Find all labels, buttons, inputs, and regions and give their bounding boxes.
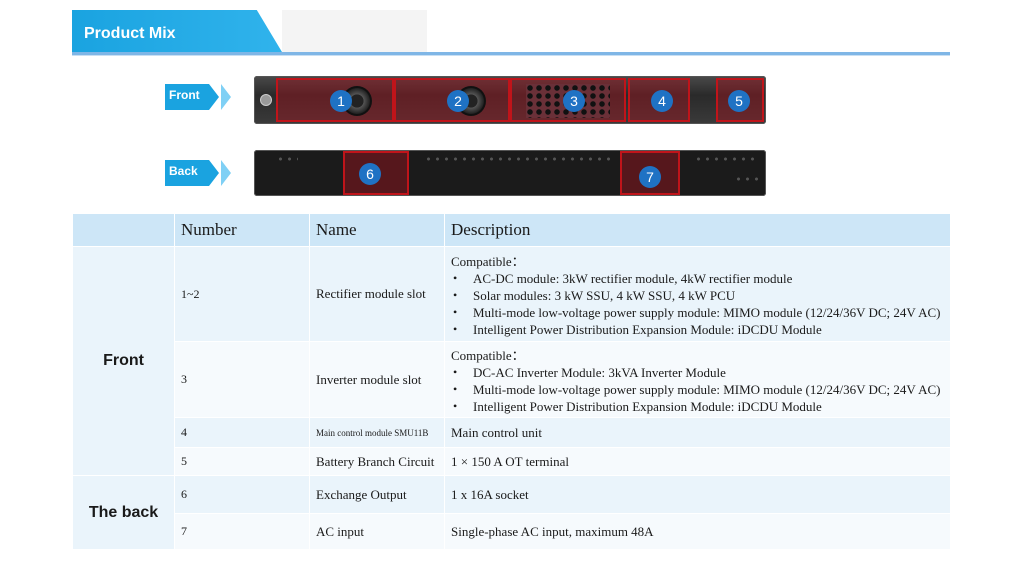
vent-holes <box>424 156 614 162</box>
row-name: Battery Branch Circuit <box>309 447 445 476</box>
marker-6: 6 <box>359 163 381 185</box>
title-banner <box>72 10 282 52</box>
row-name: Inverter module slot <box>309 341 445 418</box>
title-divider-light <box>72 55 950 56</box>
marker-2: 2 <box>447 90 469 112</box>
title-divider <box>72 52 950 55</box>
chevron-right-icon <box>221 84 231 110</box>
front-panel-image: 1 2 3 4 5 <box>254 76 766 124</box>
slot-6 <box>343 151 409 195</box>
chevron-right-icon <box>221 160 231 186</box>
row-name: AC input <box>309 513 445 550</box>
marker-5: 5 <box>728 90 750 112</box>
header-name: Name <box>309 213 445 247</box>
row-description: Main control unit <box>444 417 951 448</box>
row-number: 3 <box>174 341 310 418</box>
row-description: 1 x 16A socket <box>444 475 951 514</box>
marker-7: 7 <box>639 166 661 188</box>
row-description: Compatible： AC-DC module: 3kW rectifier … <box>444 246 951 342</box>
slot-5 <box>716 78 764 122</box>
slot-1 <box>276 78 394 122</box>
description-list: DC-AC Inverter Module: 3kVA Inverter Mod… <box>451 364 944 415</box>
header-number: Number <box>174 213 310 247</box>
back-tag: Back <box>165 160 231 186</box>
row-number: 4 <box>174 417 310 448</box>
list-item: Multi-mode low-voltage power supply modu… <box>453 381 944 398</box>
vent-holes <box>276 156 298 162</box>
product-mix-table: Number Name Description Front 1~2 Rectif… <box>72 213 951 550</box>
row-number: 7 <box>174 513 310 550</box>
vent-holes <box>734 176 759 182</box>
list-item: Solar modules: 3 kW SSU, 4 kW SSU, 4 kW … <box>453 287 944 304</box>
back-tag-label: Back <box>169 164 198 178</box>
row-number: 1~2 <box>174 246 310 342</box>
description-list: AC-DC module: 3kW rectifier module, 4kW … <box>451 270 944 338</box>
page-title: Product Mix <box>84 25 176 42</box>
row-number: 6 <box>174 475 310 514</box>
vent-holes <box>694 156 759 162</box>
group-back: The back <box>72 475 175 550</box>
marker-3: 3 <box>563 90 585 112</box>
front-tag-label: Front <box>169 88 200 102</box>
back-panel-image: 6 7 <box>254 150 766 196</box>
table-header-row: Number Name Description <box>72 213 951 247</box>
ear-screw-icon <box>260 94 272 106</box>
marker-1: 1 <box>330 90 352 112</box>
marker-4: 4 <box>651 90 673 112</box>
front-tag: Front <box>165 84 231 110</box>
slot-4 <box>628 78 690 122</box>
table-row: Front 1~2 Rectifier module slot Compatib… <box>72 246 951 476</box>
title-banner-shadow <box>282 10 427 52</box>
row-number: 5 <box>174 447 310 476</box>
description-heading: Compatible： <box>451 253 525 269</box>
table-header-corner <box>72 213 175 247</box>
list-item: AC-DC module: 3kW rectifier module, 4kW … <box>453 270 944 287</box>
row-description: Compatible： DC-AC Inverter Module: 3kVA … <box>444 341 951 418</box>
group-front: Front <box>72 246 175 476</box>
table-row: 3 Inverter module slot Compatible： DC-AC… <box>73 341 951 418</box>
row-description: 1 × 150 A OT terminal <box>444 447 951 476</box>
list-item: Multi-mode low-voltage power supply modu… <box>453 304 944 321</box>
table-row: 7 AC input Single-phase AC input, maximu… <box>73 513 951 550</box>
table-row: The back 6 Exchange Output 1 x 16A socke… <box>72 475 951 550</box>
table-row: 4 Main control module SMU11B Main contro… <box>73 417 951 448</box>
row-name: Main control module SMU11B <box>309 417 445 448</box>
header-description: Description <box>444 213 951 247</box>
row-name: Rectifier module slot <box>309 246 445 342</box>
list-item: DC-AC Inverter Module: 3kVA Inverter Mod… <box>453 364 944 381</box>
table-row: 5 Battery Branch Circuit 1 × 150 A OT te… <box>73 447 951 476</box>
slot-3 <box>510 78 626 122</box>
list-item: Intelligent Power Distribution Expansion… <box>453 321 944 338</box>
list-item: Intelligent Power Distribution Expansion… <box>453 398 944 415</box>
description-heading: Compatible： <box>451 347 525 363</box>
row-name: Exchange Output <box>309 475 445 514</box>
row-description: Single-phase AC input, maximum 48A <box>444 513 951 550</box>
